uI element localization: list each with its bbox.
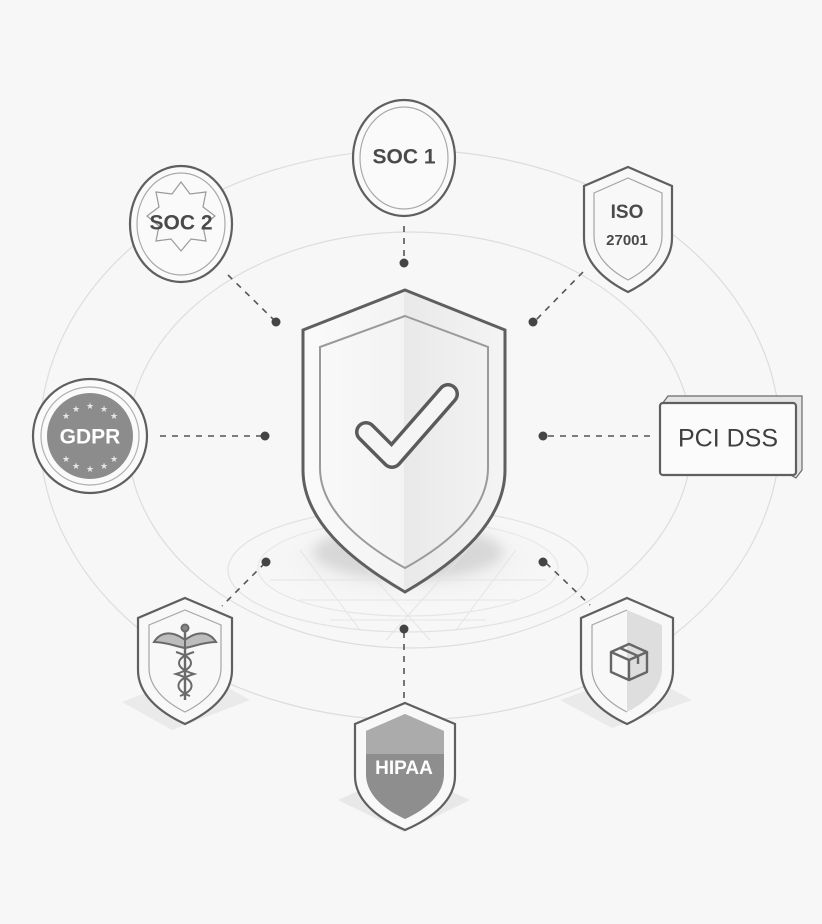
svg-text:★: ★ — [62, 411, 70, 421]
svg-text:★: ★ — [110, 454, 118, 464]
badge-soc1: SOC 1 — [351, 98, 457, 218]
svg-text:★: ★ — [62, 454, 70, 464]
svg-text:★: ★ — [86, 401, 94, 411]
badge-iso-label-line2: 27001 — [606, 232, 648, 249]
badge-soc2: SOC 2 — [128, 164, 234, 284]
connector-medical — [221, 562, 266, 607]
badge-hipaa-label: HIPAA — [375, 758, 433, 779]
seal-outline-icon — [146, 181, 216, 252]
caduceus-icon — [152, 623, 218, 700]
package-icon — [609, 642, 649, 682]
central-shield — [301, 288, 507, 594]
svg-text:★: ★ — [86, 464, 94, 474]
badge-package — [560, 596, 692, 728]
badge-iso-label-line1: ISO — [611, 202, 644, 223]
connector-iso — [535, 271, 584, 321]
badge-hipaa: HIPAA — [338, 701, 470, 832]
svg-text:★: ★ — [110, 411, 118, 421]
connector-soc2 — [227, 274, 275, 321]
connector-dots — [260, 258, 548, 634]
badge-iso-27001: ISO 27001 — [582, 165, 674, 294]
svg-text:★: ★ — [72, 404, 80, 414]
badge-gdpr: ★ ★ ★ ★ ★ ★ ★ ★ ★ ★ GDPR — [31, 377, 149, 495]
connector-lines — [160, 226, 650, 700]
connector-box — [545, 562, 591, 606]
svg-text:★: ★ — [72, 461, 80, 471]
shield-check-icon — [301, 288, 507, 594]
badge-soc1-label: SOC 1 — [372, 146, 435, 169]
badge-gdpr-label: GDPR — [60, 426, 121, 449]
svg-text:★: ★ — [100, 404, 108, 414]
badge-pci-label: PCI DSS — [678, 425, 778, 453]
badge-pci-dss: PCI DSS — [658, 395, 803, 479]
badge-soc2-label: SOC 2 — [149, 212, 212, 235]
star-ring-icon: ★ ★ ★ ★ ★ ★ ★ ★ ★ ★ — [62, 401, 118, 474]
svg-text:★: ★ — [100, 461, 108, 471]
badge-medical — [122, 596, 250, 730]
